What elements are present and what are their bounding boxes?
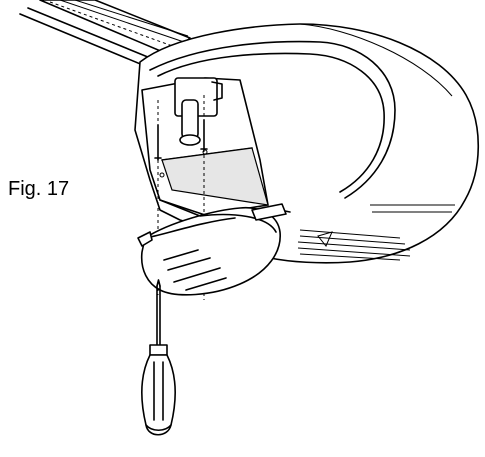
rail xyxy=(19,0,191,69)
opener-housing xyxy=(134,23,480,264)
figure-label: Fig. 17 xyxy=(8,178,70,200)
light-cover xyxy=(137,203,287,296)
screwdriver xyxy=(141,279,176,436)
vent-slots xyxy=(297,204,455,261)
lamp-socket xyxy=(159,77,223,178)
